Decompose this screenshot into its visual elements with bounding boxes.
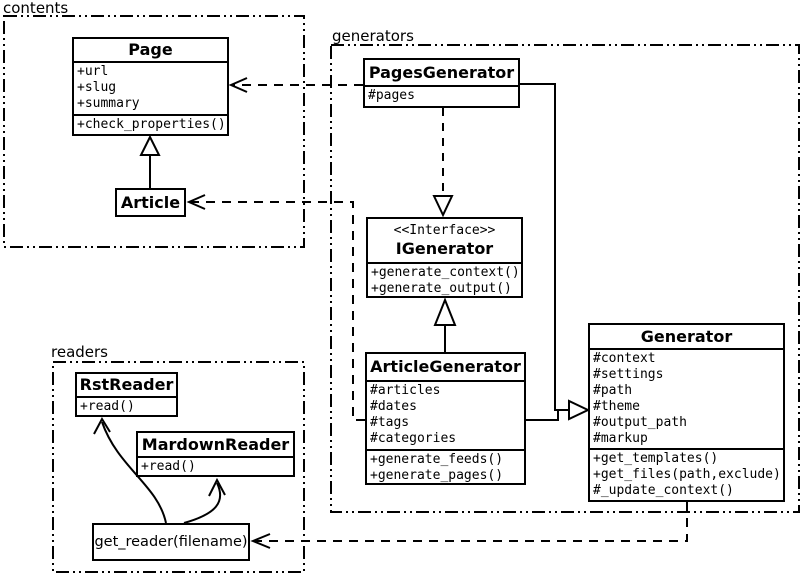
open-arrowhead-icon: [208, 477, 226, 497]
class-title: Page: [128, 40, 173, 59]
articlegenerator-to-generator-line: [526, 410, 559, 421]
attributes-section: #articles #dates #tags #categories: [367, 380, 524, 449]
readers-package-label: readers: [51, 343, 108, 361]
class-title: MardownReader: [141, 435, 290, 454]
attributes-section: +url +slug +summary: [74, 61, 227, 114]
getreader-to-mardownreader-curve: [183, 482, 222, 524]
contents-package-border: [3, 15, 305, 248]
attribute: #articles: [370, 383, 441, 398]
open-arrowhead-icon: [228, 77, 248, 93]
attribute: #theme: [593, 399, 640, 414]
open-arrowhead-icon: [250, 533, 271, 549]
class-rstreader: RstReader +read(): [75, 372, 178, 417]
attributes-section: #pages: [365, 85, 518, 107]
inheritance-triangle-icon: [433, 297, 457, 326]
methods-section: +get_templates() +get_files(path,exclude…: [590, 448, 783, 502]
attribute: #tags: [370, 415, 410, 430]
method: +generate_context(): [371, 265, 520, 280]
class-article: Article: [115, 188, 186, 217]
method: +get_templates(): [593, 451, 719, 466]
stereotype: <<Interface>>: [393, 223, 496, 238]
method: +check_properties(): [77, 117, 226, 132]
method: +read(): [141, 459, 196, 474]
inheritance-triangle-icon: [568, 399, 591, 421]
attribute: +summary: [77, 96, 140, 111]
getreader-label: get_reader(filename): [94, 534, 248, 550]
method: +read(): [80, 399, 135, 414]
methods-section: +generate_feeds() +generate_pages(): [367, 449, 524, 485]
methods-section: +check_properties(): [74, 114, 227, 136]
class-title: PagesGenerator: [368, 63, 515, 82]
class-title: Article: [120, 193, 181, 212]
attribute: #output_path: [593, 415, 687, 430]
class-title: ArticleGenerator: [370, 357, 521, 376]
inheritance-triangle-icon: [139, 134, 161, 156]
getreader-node: get_reader(filename): [92, 523, 250, 561]
class-igenerator: <<Interface>> IGenerator +generate_conte…: [366, 217, 523, 298]
class-title: IGenerator: [395, 239, 494, 258]
class-title: Generator: [640, 327, 733, 346]
attribute: #path: [593, 383, 633, 398]
attribute: +url: [77, 64, 109, 79]
generators-package-border: [330, 44, 800, 513]
attribute: #pages: [368, 88, 415, 103]
pagesgenerator-to-generator-line: [520, 83, 569, 411]
attribute: +slug: [77, 80, 117, 95]
method: +generate_pages(): [370, 468, 504, 483]
generators-package-label: generators: [332, 27, 414, 45]
articlegenerator-to-article-dashed-line: [191, 201, 365, 421]
open-arrowhead-icon: [93, 416, 111, 435]
class-articlegenerator: ArticleGenerator #articles #dates #tags …: [365, 352, 526, 485]
attribute: #settings: [593, 367, 664, 382]
method: #_update_context(): [593, 483, 734, 498]
methods-section: +generate_context() +generate_output(): [368, 262, 521, 297]
methods-section: +read(): [138, 456, 293, 476]
readers-package-border: [52, 361, 305, 573]
class-mardownreader: MardownReader +read(): [136, 431, 295, 477]
class-pagesgenerator: PagesGenerator #pages: [363, 58, 520, 108]
contents-package-label: contents: [3, 0, 69, 17]
class-generator: Generator #context #settings #path #them…: [588, 323, 785, 502]
attribute: #dates: [370, 399, 417, 414]
attribute: #markup: [593, 431, 648, 446]
class-page: Page +url +slug +summary +check_properti…: [72, 37, 229, 136]
method: +get_files(path,exclude): [593, 467, 781, 482]
class-title: RstReader: [79, 375, 174, 394]
attributes-section: #context #settings #path #theme #output_…: [590, 348, 783, 448]
methods-section: +read(): [77, 396, 176, 416]
attribute: #context: [593, 351, 656, 366]
attribute: #categories: [370, 431, 457, 446]
realization-triangle-icon: [432, 195, 454, 218]
class-header: <<Interface>> IGenerator: [368, 219, 521, 262]
open-arrowhead-icon: [186, 194, 206, 210]
method: +generate_feeds(): [370, 452, 504, 467]
generator-to-getreader-dashed-line: [254, 502, 688, 542]
method: +generate_output(): [371, 281, 512, 296]
